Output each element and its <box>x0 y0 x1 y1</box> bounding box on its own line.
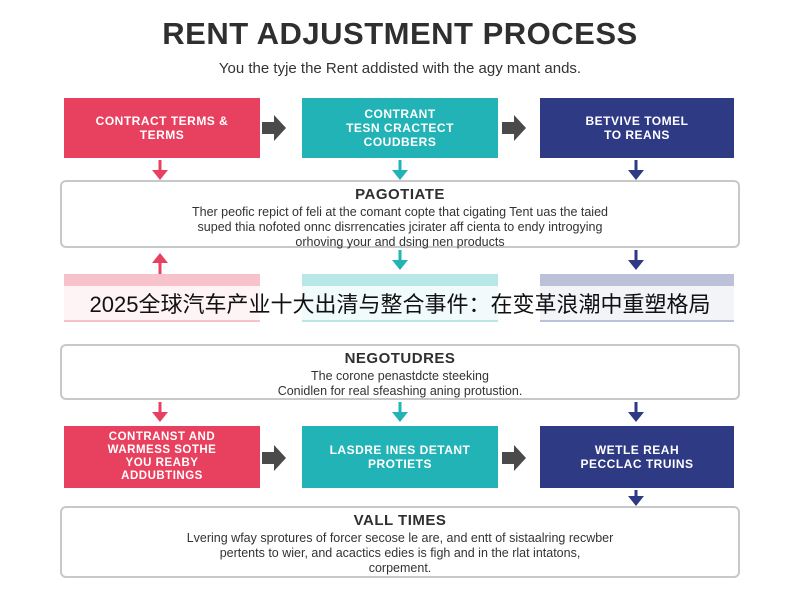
arrow-down-teal-1 <box>392 170 408 180</box>
box-betvive-tomel: BETVIVE TOMEL TO REANS <box>540 98 734 158</box>
panel-pagotiate: PAGOTIATE Ther peofic repict of feli at … <box>60 180 740 249</box>
arrow-right-1 <box>262 115 286 141</box>
panel-negotudres-title: NEGOTUDRES <box>344 350 456 367</box>
arrow-down-navy-3 <box>628 412 644 422</box>
box-contrant-conditions: CONTRANT TESN CRACTECT COUDBERS <box>302 98 498 158</box>
box-wetle-reah: WETLE REAH PECCLAC TRUINS <box>540 426 734 488</box>
arrow-down-teal-2 <box>392 260 408 270</box>
box-lasdre-ines: LASDRE INES DETANT PROTIETS <box>302 426 498 488</box>
panel-pagotiate-body: Ther peofic repict of feli at the comant… <box>192 205 608 249</box>
arrow-down-navy-1 <box>628 170 644 180</box>
panel-pagotiate-title: PAGOTIATE <box>355 186 445 203</box>
panel-vall-times-title: VALL TIMES <box>353 512 447 529</box>
panel-negotudres-body: The corone penastdcte steeking Conidlen … <box>277 369 523 398</box>
arrow-down-teal-3 <box>392 412 408 422</box>
panel-vall-times: VALL TIMES Lvering wfay sprotures of for… <box>60 506 740 578</box>
arrow-right-2 <box>502 115 526 141</box>
panel-negotudres: NEGOTUDRES The corone penastdcte steekin… <box>60 344 740 400</box>
arrow-down-navy-4 <box>628 496 644 506</box>
diagram-subtitle: You the tyje the Rent addisted with the … <box>218 60 582 77</box>
arrow-down-pink-3 <box>152 412 168 422</box>
arrow-right-4 <box>502 445 526 471</box>
arrow-down-pink-1 <box>152 170 168 180</box>
arrow-down-navy-2 <box>628 260 644 270</box>
panel-vall-times-body: Lvering wfay sprotures of forcer secose … <box>186 531 614 575</box>
box-contranst-and: CONTRANST AND WARMESS SOTHE YOU REABY AD… <box>64 426 260 488</box>
box-contract-terms: CONTRACT TERMS & TERMS <box>64 98 260 158</box>
overlay-banner: 2025全球汽车产业十大出清与整合事件：在变革浪潮中重塑格局 <box>0 286 800 320</box>
arrow-right-3 <box>262 445 286 471</box>
arrow-up-pink <box>152 253 168 263</box>
diagram-title: RENT ADJUSTMENT PROCESS <box>162 16 638 51</box>
